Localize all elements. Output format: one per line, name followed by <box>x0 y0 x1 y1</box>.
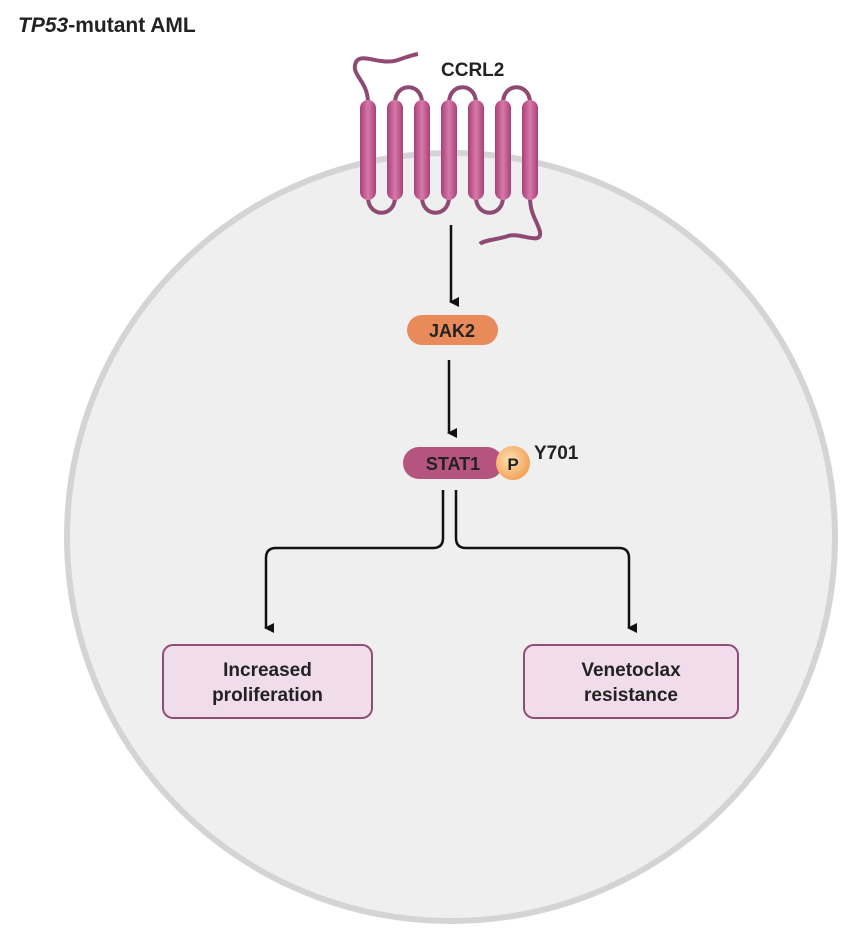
helix-7 <box>522 100 538 200</box>
svg-text:Increased: Increased <box>223 660 312 681</box>
svg-text:proliferation: proliferation <box>212 685 323 706</box>
helix-3 <box>414 100 430 200</box>
arrow-to-resistance <box>454 490 637 633</box>
outcome-venetoclax-resistance: Venetoclax resistance <box>523 644 739 719</box>
helix-6 <box>495 100 511 200</box>
stat1-node <box>403 447 503 479</box>
helix-5 <box>468 100 484 200</box>
arrow-to-proliferation <box>264 490 445 633</box>
jak2-node <box>407 315 498 345</box>
jak2-label: JAK2 <box>429 321 475 341</box>
ccrl2-receptor <box>352 52 542 246</box>
ccrl2-label: CCRL2 <box>441 60 504 81</box>
transmembrane-helices <box>360 100 538 200</box>
stat1-label: STAT1 <box>426 454 480 474</box>
phosphate-node <box>496 446 530 480</box>
helix-4 <box>441 100 457 200</box>
helix-1 <box>360 100 376 200</box>
figure-title: TP53-mutant AML <box>18 14 196 37</box>
phospho-site-label: Y701 <box>534 443 579 464</box>
svg-text:resistance: resistance <box>584 685 678 706</box>
svg-text:Venetoclax: Venetoclax <box>581 660 681 681</box>
phosphate-label: P <box>507 455 518 474</box>
helix-2 <box>387 100 403 200</box>
outcome-proliferation: Increased proliferation <box>162 644 373 719</box>
